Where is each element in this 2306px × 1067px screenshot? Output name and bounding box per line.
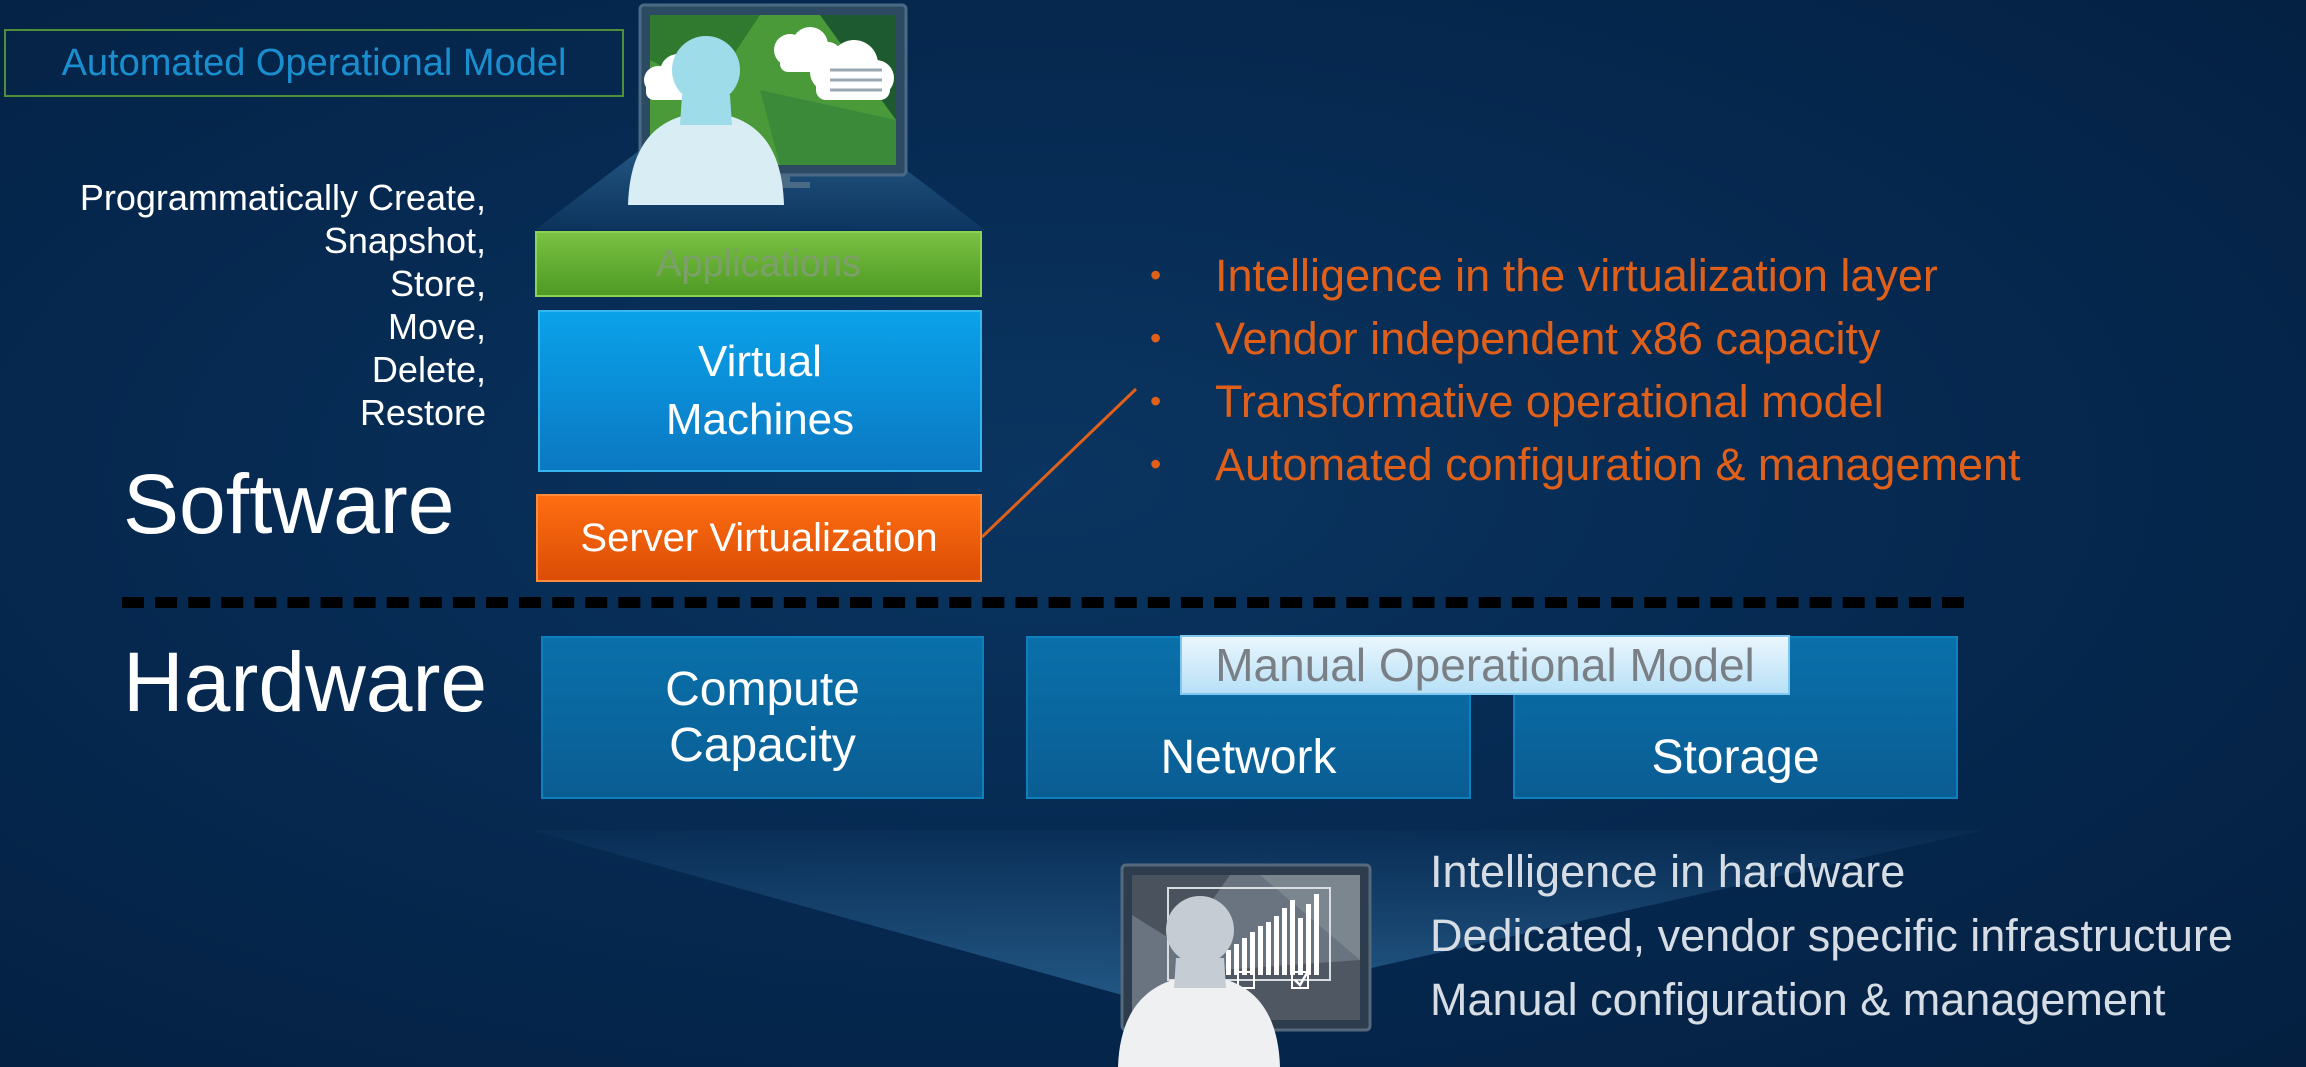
- action-item: Store,: [389, 263, 486, 304]
- hardware-note: Manual configuration & management: [1430, 974, 2166, 1025]
- vms-label-line2: Machines: [665, 395, 855, 444]
- compute-label-line2: Capacity: [669, 718, 856, 772]
- hardware-note: Intelligence in hardware: [1430, 846, 1906, 897]
- action-item: Delete,: [371, 349, 486, 390]
- automated-operational-model-label: Automated Operational Model: [4, 29, 624, 97]
- bullet-text: Vendor independent x86 capacity: [1215, 312, 1881, 364]
- vms-label-line1: Virtual: [698, 337, 822, 386]
- storage-label: Storage: [1651, 731, 1820, 784]
- software-benefits-list: • Intelligence in the virtualization lay…: [1150, 244, 2021, 496]
- bullet-dot-icon: •: [1150, 446, 1162, 482]
- bullet-dot-icon: •: [1150, 320, 1162, 356]
- bullet-text: Transformative operational model: [1215, 375, 1884, 427]
- compute-capacity-box: Compute Capacity: [541, 636, 984, 799]
- bullet-text: Automated configuration & management: [1215, 438, 2021, 490]
- action-item: Move,: [387, 306, 486, 347]
- software-layer-label: Software: [123, 457, 455, 551]
- vm-actions-list: Programmatically Create, Snapshot, Store…: [20, 176, 486, 434]
- bullet-item: • Intelligence in the virtualization lay…: [1150, 244, 2021, 307]
- action-item: Snapshot,: [323, 220, 486, 261]
- bullet-dot-icon: •: [1150, 383, 1162, 419]
- bullet-dot-icon: •: [1150, 257, 1162, 293]
- server-virtualization-layer: Server Virtualization: [536, 494, 982, 582]
- admin-with-chart-monitor-icon: [1118, 863, 1372, 1067]
- action-item: Restore: [359, 392, 486, 433]
- software-hardware-divider: [122, 597, 1964, 608]
- bullet-item: • Transformative operational model: [1150, 370, 2021, 433]
- manual-operational-model-label: Manual Operational Model: [1180, 635, 1790, 695]
- hardware-notes-list: Intelligence in hardware Dedicated, vend…: [1430, 840, 2233, 1032]
- bullet-text: Intelligence in the virtualization layer: [1215, 249, 1938, 301]
- compute-label-line1: Compute: [665, 662, 860, 716]
- hardware-note: Dedicated, vendor specific infrastructur…: [1430, 910, 2233, 961]
- applications-layer: Applications: [535, 231, 982, 297]
- network-label: Network: [1160, 731, 1337, 784]
- bullet-item: • Vendor independent x86 capacity: [1150, 307, 2021, 370]
- hardware-layer-label: Hardware: [123, 635, 488, 729]
- connector-line: [980, 387, 1138, 539]
- admin-with-cloud-monitor-icon: [628, 3, 908, 205]
- bullet-item: • Automated configuration & management: [1150, 433, 2021, 496]
- action-item: Programmatically Create,: [79, 177, 486, 218]
- virtual-machines-layer: Virtual Machines: [538, 310, 982, 472]
